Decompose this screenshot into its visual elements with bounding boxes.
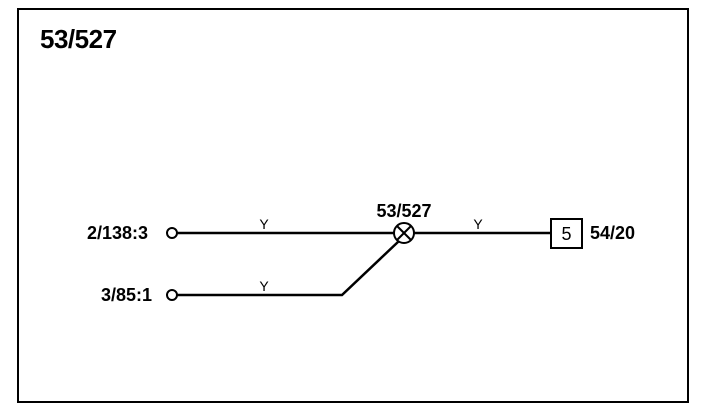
splice-icon xyxy=(393,222,415,244)
connector-label: 54/20 xyxy=(590,223,635,243)
diagram-frame xyxy=(17,8,689,403)
input-2-wire xyxy=(177,240,400,297)
diagram-title: 53/527 xyxy=(40,24,117,54)
input-1-terminal xyxy=(166,227,178,239)
input-1-wire-color: Y xyxy=(259,216,269,232)
input-2-label: 3/85:1 xyxy=(101,285,152,305)
connector-pin-number: 5 xyxy=(561,224,571,244)
input-2-terminal xyxy=(166,289,178,301)
input-2-wire-color: Y xyxy=(259,278,269,294)
connector-pin-box xyxy=(550,218,583,249)
splice-label: 53/527 xyxy=(376,201,431,221)
input-1-label: 2/138:3 xyxy=(87,223,148,243)
output-wire-color: Y xyxy=(473,216,483,232)
